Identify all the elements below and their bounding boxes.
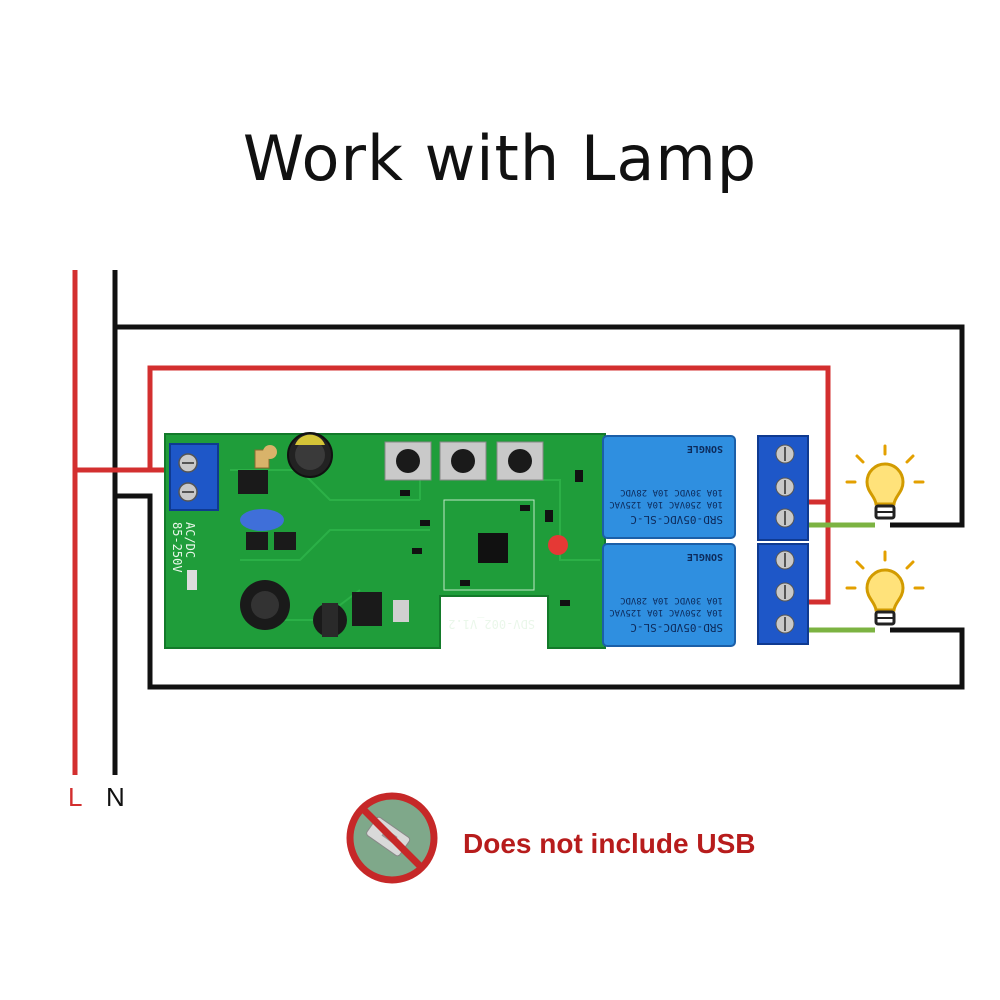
relay-1-rating-dc: 10A 30VDC 10A 28VDC xyxy=(620,487,723,497)
relay-2-rating-dc: 10A 30VDC 10A 28VDC xyxy=(620,595,723,605)
relay-1-rating-ac: 10A 250VAC 10A 125VAC xyxy=(609,499,723,509)
relay-1-brand: SONGLE xyxy=(687,443,723,454)
relay-1: SRD-05VDC-SL-C 10A 250VAC 10A 125VAC 10A… xyxy=(602,435,736,539)
neutral-label: N xyxy=(106,782,125,812)
lamp-bulb-icon xyxy=(845,550,925,626)
relay-2-brand: SONGLE xyxy=(687,551,723,562)
output-terminal-2 xyxy=(757,543,809,645)
diagram-title: Work with Lamp xyxy=(242,122,758,195)
relay-2-rating-ac: 10A 250VAC 10A 125VAC xyxy=(609,607,723,617)
relay-board: AC/DC 85-250V SDV-002_V xyxy=(164,432,606,649)
lamp-bulb-icon xyxy=(845,444,925,520)
relay-2-model: SRD-05VDC-SL-C xyxy=(630,621,723,634)
relay-2: SRD-05VDC-SL-C 10A 250VAC 10A 125VAC 10A… xyxy=(602,543,736,647)
relay-1-model: SRD-05VDC-SL-C xyxy=(630,513,723,526)
terminal-label-voltage: 85-250V xyxy=(170,522,184,573)
lamp-wire xyxy=(808,522,875,633)
output-terminal-1 xyxy=(757,435,809,541)
no-usb-icon xyxy=(346,792,438,884)
terminal-label-acdc: AC/DC xyxy=(183,522,197,558)
live-wire xyxy=(72,270,831,775)
usb-notice: Does not include USB xyxy=(463,828,756,859)
neutral-wire xyxy=(112,270,965,775)
power-terminal xyxy=(169,443,219,511)
board-model-label: SDV-002_V1.2 xyxy=(448,617,535,631)
live-label: L xyxy=(68,782,82,812)
